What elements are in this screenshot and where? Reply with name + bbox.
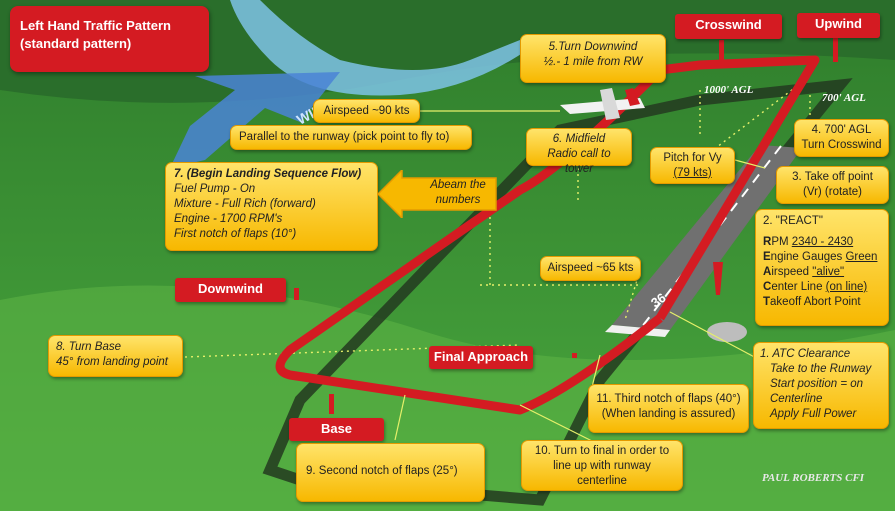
callout-react: 2. "REACT" RPM 2340 - 2430 Engine Gauges… xyxy=(755,209,889,326)
react-label: PM xyxy=(771,235,792,248)
react-row: Airspeed "alive" xyxy=(763,265,881,280)
river xyxy=(230,0,530,96)
react-label: akeoff Abort Point xyxy=(770,295,861,308)
callout-turn-crosswind: 4. 700' AGL Turn Crosswind xyxy=(794,119,889,157)
runway-number: 36 xyxy=(648,290,668,311)
downwind-label: Downwind xyxy=(175,278,286,302)
turn-base-title: 8. Turn Base xyxy=(56,341,121,353)
callout-turn-downwind: 5.Turn Downwind ½.- 1 mile from RW xyxy=(520,34,666,83)
base-label: Base xyxy=(289,418,384,441)
react-label: ngine Gauges xyxy=(770,250,846,263)
abeam-line-1: Abeam the xyxy=(430,179,486,191)
react-row: RPM 2340 - 2430 xyxy=(763,235,881,250)
react-label: enter Line xyxy=(771,280,826,293)
turn-final-line-2: line up with runway xyxy=(553,459,651,472)
react-label: irspeed xyxy=(771,265,813,278)
react-row: Takeoff Abort Point xyxy=(763,295,881,310)
react-letter: C xyxy=(763,280,772,293)
landing-flow-item: Fuel Pump - On xyxy=(174,182,256,195)
landing-flow-item: Mixture - Full Rich (forward) xyxy=(174,197,316,210)
callout-turn-base: 8. Turn Base 45° from landing point xyxy=(48,335,183,377)
airplane-icon xyxy=(560,88,645,120)
react-value: 2340 - 2430 xyxy=(791,235,854,248)
landing-flow-item: First notch of flaps (10°) xyxy=(174,227,297,240)
react-letter: A xyxy=(763,265,772,278)
turn-base-detail: 45° from landing point xyxy=(56,355,169,368)
callout-midfield: 6. Midfield Radio call to tower xyxy=(526,128,632,175)
callout-airspeed-65: Airspeed ~65 kts xyxy=(540,256,641,281)
guide-lines xyxy=(184,79,811,358)
react-value: "alive" xyxy=(812,265,845,278)
pitch-vy-title: Pitch for Vy xyxy=(663,152,722,164)
callout-parallel-runway: Parallel to the runway (pick point to fl… xyxy=(230,125,472,150)
turn-crosswind-title: 4. 700' AGL xyxy=(811,124,872,136)
callout-pitch-vy: Pitch for Vy (79 kts) xyxy=(650,147,735,184)
landing-flow-title: 7. (Begin Landing Sequence Flow) xyxy=(174,168,362,180)
turn-final-line-1: 10. Turn to final in order to xyxy=(534,445,670,457)
third-notch-detail: (When landing is assured) xyxy=(601,407,736,420)
react-title: 2. "REACT" xyxy=(763,215,823,227)
title-line-2: (standard pattern) xyxy=(20,36,132,51)
downwind-altitude: 1000' AGL xyxy=(704,84,754,96)
upwind-label: Upwind xyxy=(797,13,880,38)
callout-leaders xyxy=(394,110,766,446)
title-line-1: Left Hand Traffic Pattern xyxy=(20,18,171,33)
leg-markers xyxy=(294,38,838,414)
atc-step: Start position = on Centerline xyxy=(770,377,864,405)
watermark: PAUL ROBERTS CFI xyxy=(762,472,865,484)
abeam-line-2: numbers xyxy=(435,194,481,206)
turn-downwind-detail: ½.- 1 mile from RW xyxy=(543,55,643,68)
turn-crosswind-detail: Turn Crosswind xyxy=(801,138,882,151)
react-value: (on line) xyxy=(825,280,868,293)
react-letter: R xyxy=(763,235,772,248)
final-approach-label: Final Approach xyxy=(429,346,533,369)
callout-turn-final: 10. Turn to final in order to line up wi… xyxy=(521,440,683,491)
abeam-arrow xyxy=(378,170,497,218)
react-value: Green xyxy=(845,250,878,263)
takeoff-point-title: 3. Take off point xyxy=(792,171,873,183)
midfield-detail: Radio call to tower xyxy=(547,147,611,175)
atc-title: 1. ATC Clearance xyxy=(760,348,851,360)
react-row: Engine Gauges Green xyxy=(763,250,881,265)
upwind-altitude: 700' AGL xyxy=(822,92,866,104)
diagram-title: Left Hand Traffic Pattern (standard patt… xyxy=(10,6,209,72)
callout-second-notch: 9. Second notch of flaps (25°) xyxy=(296,443,485,502)
react-row: Center Line (on line) xyxy=(763,280,881,295)
third-notch-title: 11. Third notch of flaps (40°) xyxy=(596,393,741,405)
midfield-title: 6. Midfield xyxy=(552,133,606,145)
landing-flow-item: Engine - 1700 RPM's xyxy=(174,212,283,225)
turn-final-line-3: centerline xyxy=(577,474,627,487)
callout-abeam-numbers: Abeam the numbers xyxy=(418,178,498,208)
atc-step: Take to the Runway xyxy=(770,362,872,375)
turn-downwind-title: 5.Turn Downwind xyxy=(548,41,638,53)
pitch-vy-detail: (79 kts) xyxy=(673,166,712,179)
atc-step: Apply Full Power xyxy=(770,407,857,420)
callout-airspeed-90: Airspeed ~90 kts xyxy=(313,99,420,123)
callout-takeoff-point: 3. Take off point (Vr) (rotate) xyxy=(776,166,889,204)
takeoff-point-detail: (Vr) (rotate) xyxy=(803,185,862,198)
react-letter: T xyxy=(763,295,771,308)
callout-landing-sequence: 7. (Begin Landing Sequence Flow) Fuel Pu… xyxy=(165,162,378,251)
callout-atc-clearance: 1. ATC Clearance Take to the Runway Star… xyxy=(753,342,889,429)
wind-arrow xyxy=(170,72,340,168)
react-letter: E xyxy=(763,250,771,263)
callout-third-notch: 11. Third notch of flaps (40°) (When lan… xyxy=(588,384,749,433)
crosswind-label: Crosswind xyxy=(675,14,782,39)
